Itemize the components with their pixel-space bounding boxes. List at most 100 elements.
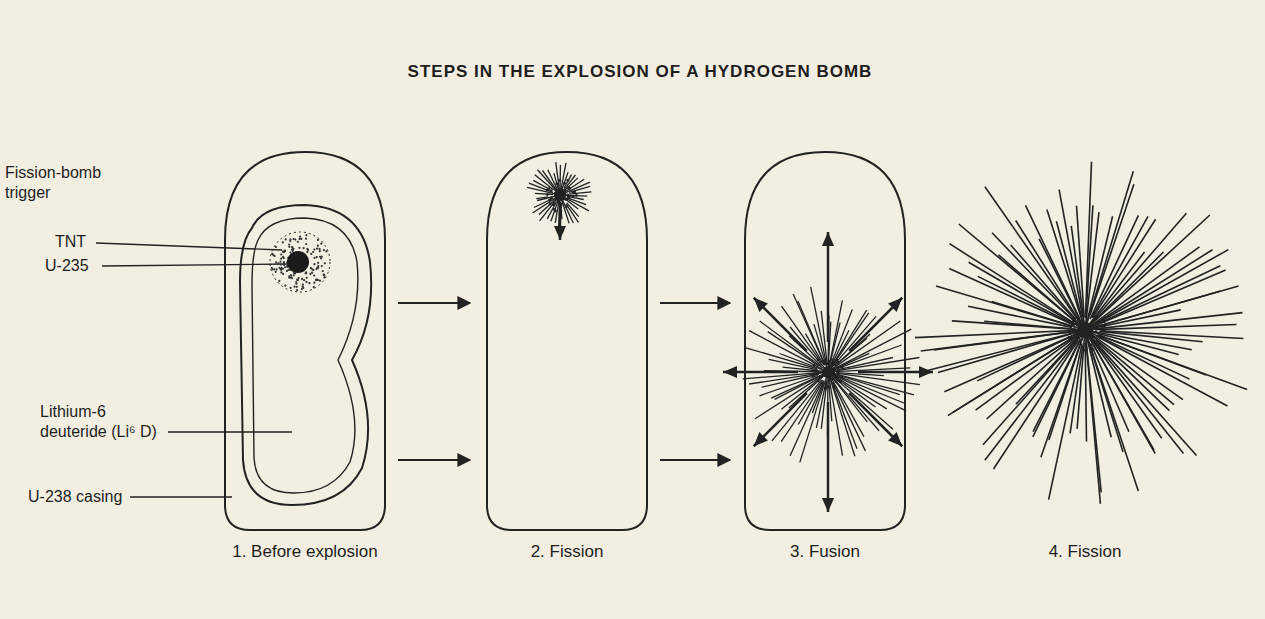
burst-stroke xyxy=(565,198,568,201)
burst-stroke xyxy=(553,202,556,205)
burst-stroke xyxy=(556,162,560,193)
tnt-stipple xyxy=(305,243,307,245)
tnt-stipple xyxy=(323,274,325,276)
burst-stroke xyxy=(561,199,569,223)
burst-stroke xyxy=(840,376,843,379)
arrow-head xyxy=(554,226,566,240)
tnt-stipple xyxy=(285,238,287,240)
burst-stroke xyxy=(1041,334,1084,457)
tnt-stipple xyxy=(297,241,299,243)
bomb-casing xyxy=(745,152,905,530)
burst-stroke xyxy=(552,203,555,206)
tnt-stipple xyxy=(323,274,325,276)
burst-stroke xyxy=(832,362,835,365)
tnt-stipple xyxy=(305,238,307,240)
tnt-stipple xyxy=(323,249,325,251)
step-arrow xyxy=(398,459,470,461)
leader-line xyxy=(130,496,232,497)
tnt-stipple xyxy=(278,280,280,282)
tnt-stipple xyxy=(290,274,292,276)
tnt-stipple xyxy=(280,258,282,260)
burst-stroke xyxy=(1102,336,1105,339)
burst-stroke xyxy=(812,375,815,378)
tnt-stipple xyxy=(325,250,327,252)
burst-stroke xyxy=(1100,331,1203,341)
step-arrow xyxy=(398,302,470,304)
tnt-stipple xyxy=(284,250,286,252)
burst-stroke xyxy=(566,198,569,201)
tnt-stipple xyxy=(284,250,286,252)
tnt-stipple xyxy=(306,251,308,253)
burst-stroke xyxy=(558,202,561,205)
burst-stroke xyxy=(1070,345,1073,348)
burst-stroke xyxy=(985,187,1081,324)
tnt-stipple xyxy=(317,265,319,267)
burst-stroke xyxy=(743,372,824,379)
burst-stroke xyxy=(550,189,553,192)
tnt-stipple xyxy=(306,248,308,250)
burst-stroke xyxy=(782,306,822,363)
burst-stroke xyxy=(822,366,834,378)
burst-stroke xyxy=(573,191,576,194)
burst-stroke xyxy=(562,196,589,211)
tnt-stipple xyxy=(277,262,279,264)
tnt-stipple xyxy=(279,261,281,263)
tnt-stipple xyxy=(292,248,294,250)
tnt-stipple xyxy=(317,239,319,241)
burst-stroke xyxy=(1090,337,1162,438)
tnt-stipple xyxy=(319,280,321,282)
burst-stroke xyxy=(534,199,553,208)
burst-stroke xyxy=(566,182,591,193)
burst-stroke xyxy=(566,179,569,182)
burst-stroke xyxy=(1086,286,1239,330)
tnt-stipple xyxy=(312,269,314,271)
blast-arrow xyxy=(849,393,902,446)
tnt-stipple xyxy=(286,270,288,272)
blast-arrow xyxy=(754,393,807,446)
burst-stroke xyxy=(828,379,831,382)
tnt-stipple xyxy=(284,266,286,268)
step-arrow xyxy=(660,302,730,304)
burst-stroke xyxy=(749,372,826,384)
tnt-stipple xyxy=(284,285,286,287)
tnt-stipple xyxy=(308,282,310,284)
tnt-charge xyxy=(270,232,330,292)
tnt-stipple xyxy=(322,270,324,272)
burst-stroke xyxy=(819,375,822,378)
step-caption: 2. Fission xyxy=(531,542,604,562)
tnt-stipple xyxy=(321,265,323,267)
u235-core xyxy=(287,251,309,273)
inner-wall xyxy=(252,218,358,493)
tnt-stipple xyxy=(301,278,303,280)
tnt-stipple xyxy=(319,250,321,252)
burst-stroke xyxy=(535,193,553,194)
blast-arrow xyxy=(827,232,830,342)
burst-stroke xyxy=(800,373,828,462)
burst-stroke xyxy=(555,182,558,185)
burst-stroke xyxy=(1026,205,1080,318)
burst-stroke xyxy=(1033,339,1080,431)
burst-stroke xyxy=(1081,319,1084,322)
burst-stroke xyxy=(1102,329,1105,332)
burst-stroke xyxy=(1070,337,1073,340)
burst-stroke xyxy=(817,380,820,383)
tnt-stipple xyxy=(324,262,326,264)
arrow-head xyxy=(919,366,933,378)
part-label: U-235 xyxy=(45,256,89,276)
burst-stroke xyxy=(838,379,841,382)
burst-stroke xyxy=(553,208,556,211)
burst-stroke xyxy=(563,182,566,185)
lithium-region xyxy=(240,205,371,505)
burst-stroke xyxy=(1095,250,1212,324)
burst-stroke xyxy=(835,359,838,362)
burst-stroke xyxy=(831,345,901,371)
burst-stroke xyxy=(549,203,552,206)
part-label: Lithium-6 deuteride (Li⁶ D) xyxy=(40,402,165,442)
tnt-stipple xyxy=(313,286,315,288)
tnt-stipple xyxy=(321,256,323,258)
tnt-stipple xyxy=(283,257,285,259)
burst-stroke xyxy=(828,386,831,389)
burst-stroke xyxy=(812,369,815,372)
burst-stroke xyxy=(546,193,549,196)
